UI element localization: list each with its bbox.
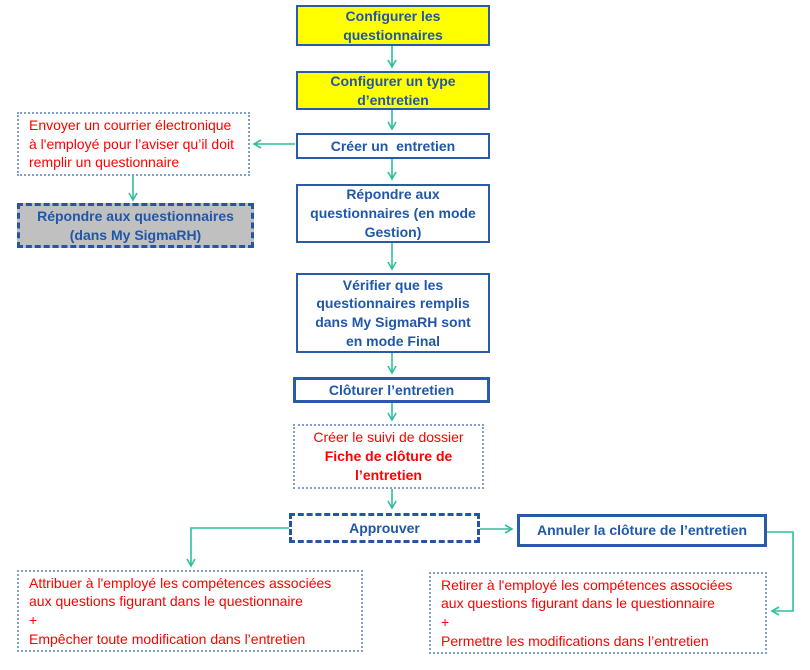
node-attribuer-competences: Attribuer à l'employé les compétences as…: [17, 570, 363, 652]
node-repondre-my-sigmarh: Répondre aux questionnaires (dans My Sig…: [17, 203, 254, 248]
node-label-intro: Créer le suivi de dossier: [313, 429, 464, 446]
node-label: Envoyer un courrier électronique à l'emp…: [29, 116, 234, 171]
node-suivi-fiche-cloture: Créer le suivi de dossier Fiche de clôtu…: [293, 424, 484, 489]
node-configurer-type-entretien: Configurer un type d’entretien: [296, 71, 490, 110]
node-configurer-questionnaires: Configurer les questionnaires: [296, 5, 490, 46]
node-label: Approuver: [349, 519, 420, 536]
node-label: Clôturer l’entretien: [328, 381, 455, 398]
node-label: Configurer un type d’entretien: [330, 72, 456, 108]
node-cloturer-entretien: Clôturer l’entretien: [293, 377, 490, 403]
node-retirer-competences: Retirer à l'employé les compétences asso…: [429, 572, 767, 654]
node-label: Annuler la clôture de l’entretien: [536, 522, 748, 539]
node-label: Vérifier que les questionnaires remplis …: [315, 276, 471, 349]
node-repondre-mode-gestion: Répondre aux questionnaires (en mode Ges…: [296, 184, 490, 243]
arrow-annuler-to-retirer: [767, 531, 794, 616]
node-approuver: Approuver: [289, 513, 480, 543]
node-verifier-mode-final: Vérifier que les questionnaires remplis …: [296, 273, 490, 353]
node-envoyer-courriel: Envoyer un courrier électronique à l'emp…: [17, 112, 250, 176]
node-label-emphasis: Fiche de clôture de l’entretien: [324, 448, 453, 483]
node-label: Répondre aux questionnaires (en mode Ges…: [310, 186, 476, 240]
node-label: Créer un entretien: [330, 137, 456, 154]
arrow-approuver-to-attribuer: [186, 527, 289, 568]
node-label: Configurer les questionnaires: [343, 7, 443, 43]
node-annuler-cloture: Annuler la clôture de l’entretien: [517, 514, 767, 547]
node-label: Attribuer à l'employé les compétences as…: [29, 574, 332, 647]
node-label: Répondre aux questionnaires (dans My Sig…: [37, 207, 234, 243]
node-label: Retirer à l'employé les compétences asso…: [441, 576, 733, 649]
node-creer-entretien: Créer un entretien: [296, 133, 490, 159]
